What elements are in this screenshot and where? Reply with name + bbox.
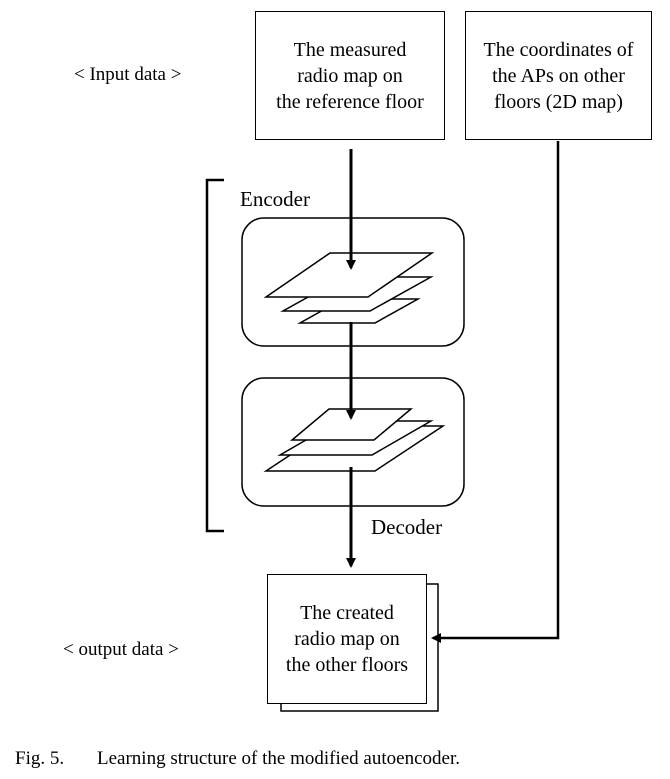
decoder-container xyxy=(241,377,465,507)
coordinates-box-line-3: floors (2D map) xyxy=(494,90,623,113)
reference-radio-map-box: The measured radio map on the reference … xyxy=(255,11,445,140)
decoder-layer-1 xyxy=(289,408,414,441)
encoder-layers xyxy=(263,252,435,324)
figure-caption-text: Learning structure of the modified autoe… xyxy=(97,748,460,769)
figure-number: Fig. 5. xyxy=(15,748,65,769)
output-box-line-1: The created xyxy=(300,602,394,624)
input-data-label: < Input data > xyxy=(74,64,182,85)
ap-coordinates-box: The coordinates of the APs on other floo… xyxy=(465,11,652,140)
output-data-label: < output data > xyxy=(63,639,179,660)
output-radio-map-box: The created radio map on the other floor… xyxy=(267,574,427,704)
reference-box-line-1: The measured xyxy=(293,38,407,61)
encoder-layer-1 xyxy=(263,252,435,298)
arrow-coordinates-to-output xyxy=(431,141,560,643)
output-box-line-3: the other floors xyxy=(285,654,409,676)
reference-box-line-2: radio map on xyxy=(297,64,403,87)
figure-caption: Fig. 5. Learning structure of the modifie… xyxy=(15,748,460,770)
encoder-container xyxy=(241,217,465,347)
decoder-layers xyxy=(263,408,446,472)
coordinates-box-line-1: The coordinates of xyxy=(483,38,634,61)
encoder-decoder-bracket xyxy=(205,178,224,533)
encoder-label: Encoder xyxy=(240,187,310,211)
output-box-line-2: radio map on xyxy=(294,628,400,650)
reference-box-line-3: the reference floor xyxy=(276,90,424,113)
coordinates-box-line-2: the APs on other xyxy=(492,64,625,87)
decoder-label: Decoder xyxy=(371,515,443,539)
